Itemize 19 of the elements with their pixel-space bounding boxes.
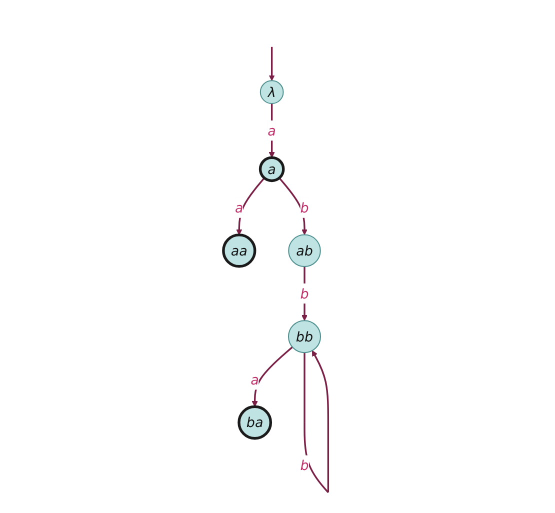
node-circle: ba — [238, 405, 272, 440]
arrow — [278, 177, 308, 236]
edge-label: b — [300, 457, 309, 474]
arrow — [236, 177, 265, 236]
arrow — [302, 266, 308, 321]
edge-label: a — [250, 372, 259, 388]
arrow — [252, 346, 293, 407]
arrow — [268, 104, 275, 158]
node-circle: a — [258, 156, 285, 182]
node-circle: ab — [288, 234, 321, 268]
edge-label: b — [300, 285, 309, 302]
node-circle: λ — [260, 80, 284, 104]
node-circle: aa — [222, 234, 256, 268]
edge-label: a — [235, 200, 244, 216]
arrow — [268, 46, 275, 81]
edge-label: a — [268, 122, 276, 139]
node-circle: bb — [288, 320, 322, 354]
edge-label: b — [300, 200, 309, 216]
arrow — [304, 350, 330, 493]
